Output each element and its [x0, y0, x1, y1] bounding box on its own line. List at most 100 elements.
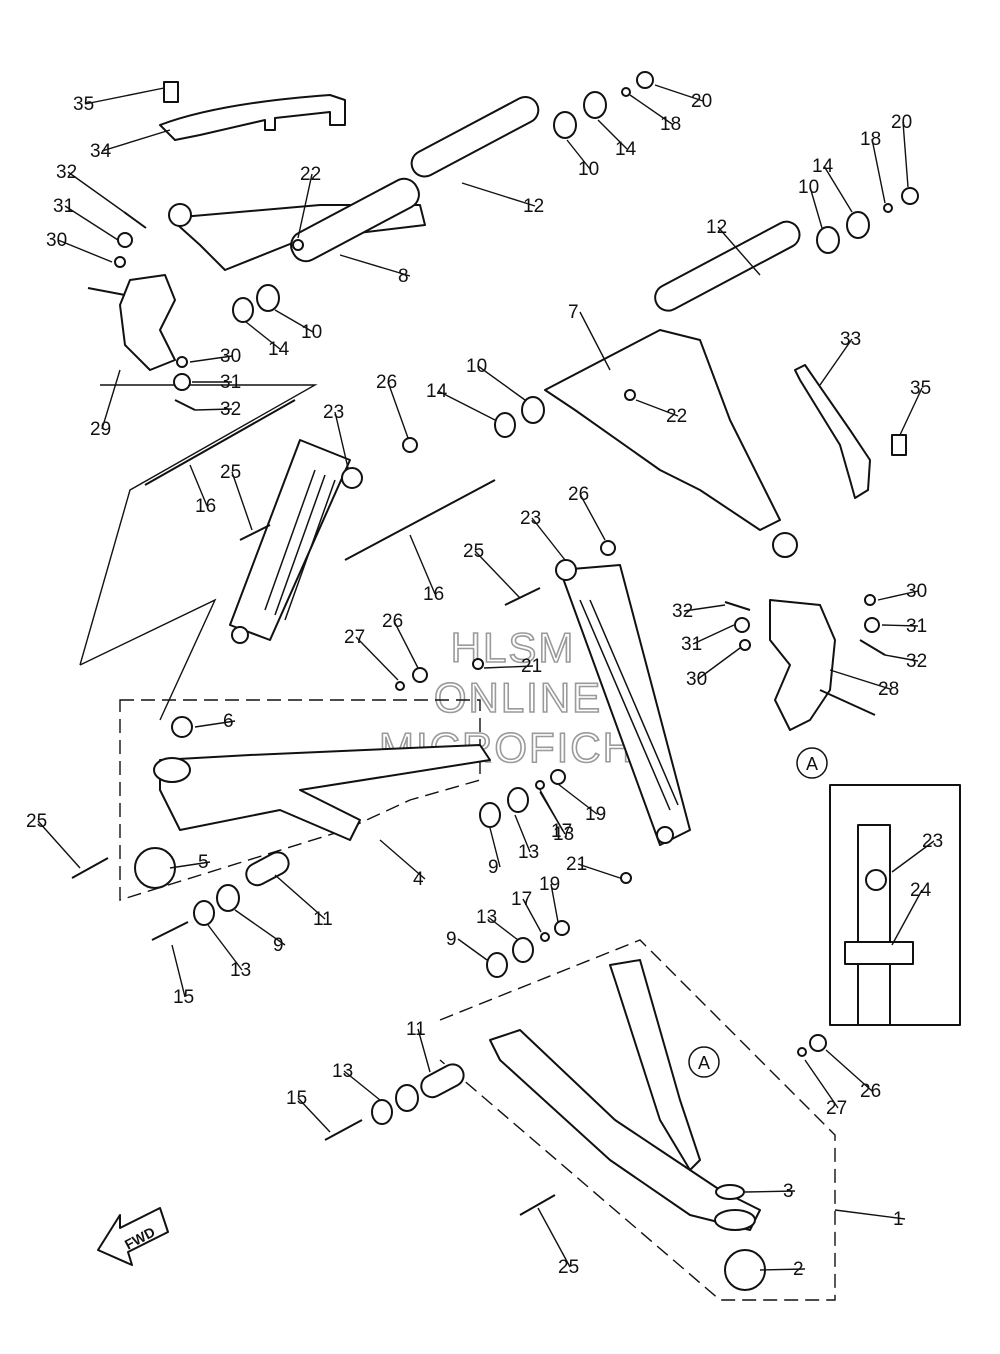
seal-14-d: [494, 412, 516, 438]
leader-line: [597, 119, 628, 150]
upper-left-link-lines-2: [79, 384, 318, 666]
callout-number: 19: [585, 804, 606, 825]
washer-30-b: [176, 356, 188, 368]
leader-line: [387, 381, 409, 439]
ref-circle-a-1: [796, 747, 828, 779]
callout-number: 30: [46, 230, 67, 251]
cotter-pin-32-c: [724, 601, 751, 611]
nut-20-b: [901, 187, 919, 205]
callout-number: 7: [568, 302, 579, 323]
callout-number: 27: [826, 1098, 847, 1119]
leader-line: [537, 1207, 571, 1268]
callout-number: 9: [446, 929, 457, 950]
bolt-25-lower: [519, 1194, 556, 1216]
callout-number: 25: [220, 462, 241, 483]
grease-nipple-21-b: [620, 872, 632, 884]
cotter-pin-32-b: [174, 399, 196, 411]
upper-arm-right: [544, 220, 801, 558]
lower-arm-left-ball-seat: [153, 757, 191, 783]
nut-31-a: [117, 232, 133, 248]
lower-arm-right-group-outline: [439, 939, 836, 1301]
knuckle-29-spindle: [87, 287, 126, 296]
upper-left-link-lines: [79, 598, 217, 721]
callout-number: 35: [910, 378, 931, 399]
callout-number: 15: [173, 987, 194, 1008]
callout-number: 10: [578, 159, 599, 180]
callout-number: 2: [793, 1259, 804, 1280]
callout-number: 26: [382, 611, 403, 632]
leader-line: [891, 840, 935, 873]
leader-line: [829, 669, 891, 690]
leader-line: [550, 883, 559, 923]
watermark-line-2: ONLINE: [434, 674, 602, 721]
callout-number: 34: [90, 141, 112, 162]
leader-line: [297, 1097, 331, 1133]
leader-line: [819, 338, 853, 386]
leader-line: [57, 239, 113, 263]
callout-number: 23: [922, 831, 943, 852]
callout-number: 6: [223, 711, 234, 732]
ref-mark-a-2-text: A: [698, 1053, 710, 1073]
small-hardware: [232, 71, 919, 1057]
callout-number: 31: [220, 372, 241, 393]
callout-number: 17: [511, 889, 532, 910]
callout-number: 29: [90, 419, 111, 440]
leader-line: [343, 1070, 381, 1101]
circlip-6: [171, 716, 193, 738]
bolt-35-left: [163, 81, 179, 103]
callout-number: 14: [268, 339, 290, 360]
callout-number: 21: [521, 656, 542, 677]
callout-number: 30: [906, 581, 927, 602]
leader-line: [477, 365, 526, 401]
callout-number: 10: [798, 177, 819, 198]
leader-line: [393, 620, 419, 669]
ref-circle-a-2: [688, 1046, 720, 1078]
leader-line: [683, 604, 726, 612]
callout-number: 28: [878, 679, 899, 700]
callout-number: 26: [860, 1081, 881, 1102]
leader-line: [902, 121, 909, 188]
bushing-9-left: [216, 884, 240, 912]
callout-number: 20: [891, 112, 912, 133]
bolt-16-lower: [344, 479, 496, 561]
leader-line: [899, 387, 923, 436]
lower-a-arm-left: [159, 744, 491, 841]
callout-number: 22: [666, 406, 687, 427]
leader-line: [474, 550, 521, 599]
callout-number: 32: [220, 399, 241, 420]
shock-absorber-left: [229, 439, 363, 644]
nut-26-c: [412, 667, 428, 683]
leader-line: [274, 309, 314, 333]
callout-number: 13: [476, 907, 497, 928]
leader-line: [274, 874, 326, 920]
leader-line: [101, 129, 171, 152]
washer-27-b: [797, 1047, 807, 1057]
leader-line: [189, 355, 233, 363]
callout-number: 4: [413, 869, 424, 890]
bushing-10-c: [256, 284, 280, 312]
washer-18-b: [883, 203, 893, 213]
grease-nipple-22-a: [292, 239, 304, 251]
callout-number: 11: [406, 1019, 426, 1040]
lower-a-arm-right-front: [489, 1029, 761, 1231]
circlip-3: [715, 1184, 745, 1200]
bolt-25-upper-left: [239, 524, 271, 541]
leader-line: [697, 647, 741, 680]
inset-shock-eye: [865, 869, 887, 891]
leader-line: [522, 898, 542, 933]
bolt-15-upper: [151, 921, 189, 941]
lower-arm-left-group-outline: [119, 699, 481, 901]
callout-number: 16: [195, 496, 216, 517]
callout-number: 25: [463, 541, 484, 562]
callout-number: 17: [551, 821, 572, 842]
callout-number: 32: [56, 162, 77, 183]
shock-lower-eye-right: [656, 826, 674, 844]
callout-number: 31: [681, 634, 702, 655]
callout-number: 3: [783, 1181, 794, 1202]
leader-line: [881, 624, 919, 627]
leader-line: [654, 84, 704, 102]
shock-upper-eye-left: [341, 467, 363, 489]
callout-number: 19: [539, 874, 560, 895]
lower-arm-right: [489, 959, 766, 1291]
